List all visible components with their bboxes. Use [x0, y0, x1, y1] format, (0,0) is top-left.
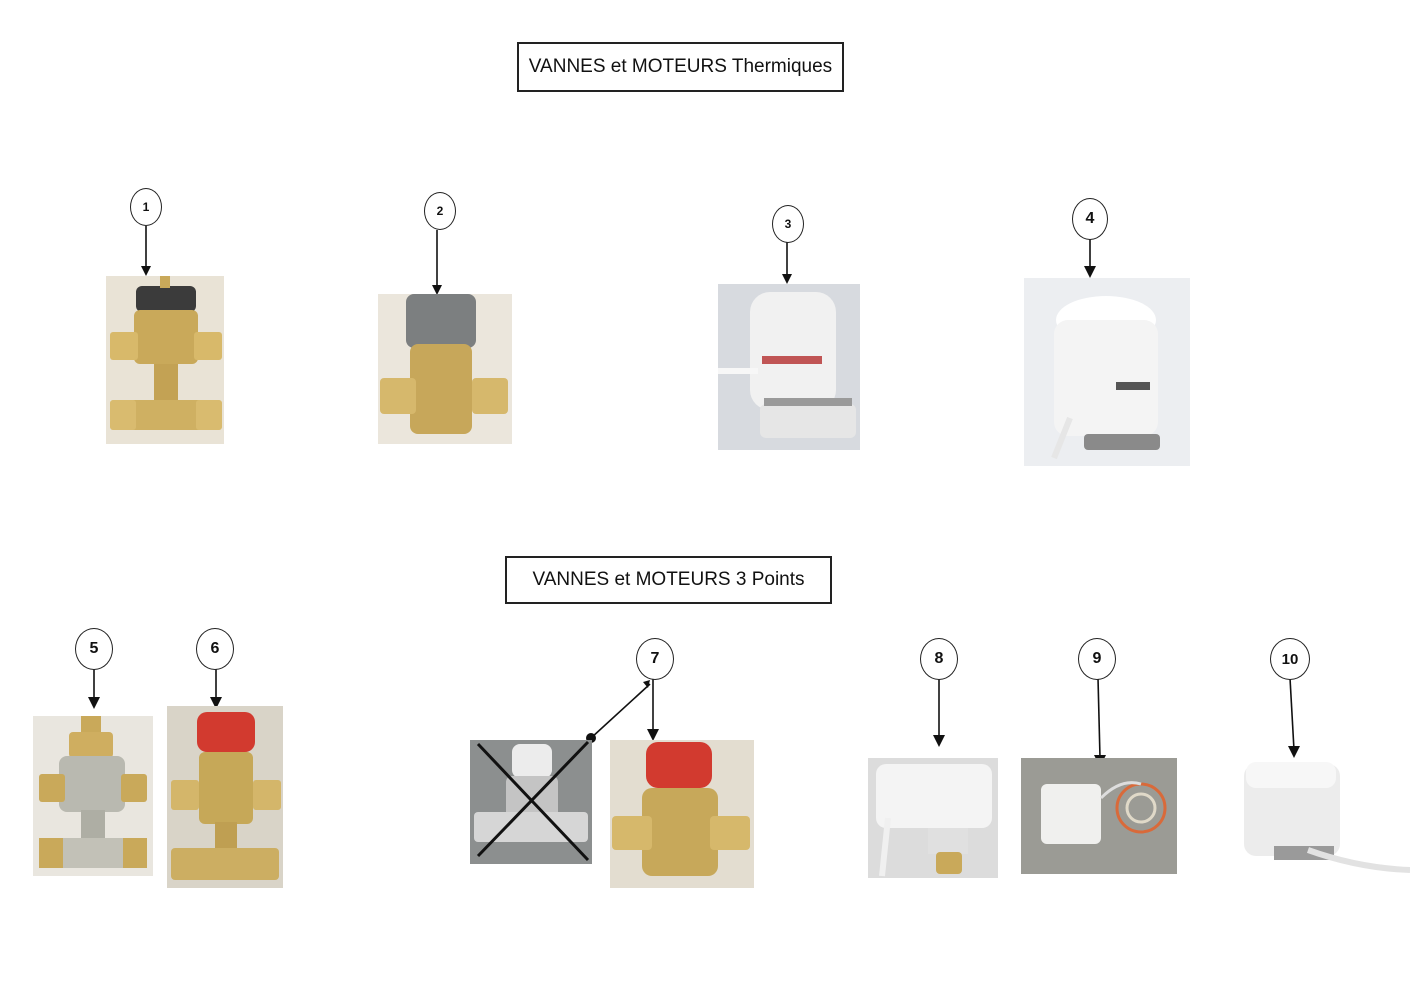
thermal-actuator-icon [718, 284, 860, 450]
section-title-text: VANNES et MOTEURS Thermiques [528, 56, 833, 77]
actuator-3-photo [718, 284, 860, 450]
callout-1: 1 [130, 188, 162, 226]
three-point-actuator-icon [1021, 758, 1177, 874]
three-point-actuator-icon [1238, 758, 1410, 874]
brass-valve-icon [106, 276, 224, 444]
brass-valve-red-cap-icon [167, 706, 283, 888]
callout-number: 7 [650, 650, 660, 667]
valve-5-photo [33, 716, 153, 876]
crossed-out-valve-icon [470, 740, 592, 864]
actuator-9-photo [1021, 758, 1177, 874]
section-title-3-points: VANNES et MOTEURS 3 Points [505, 556, 832, 604]
callout-number: 8 [934, 650, 944, 667]
three-point-actuator-icon [868, 758, 998, 878]
brass-valve-red-cap-icon [610, 740, 754, 888]
callout-4: 4 [1072, 198, 1108, 240]
callout-10: 10 [1270, 638, 1310, 680]
actuator-8-photo [868, 758, 998, 878]
valve-7-photo [610, 740, 754, 888]
callout-number: 3 [784, 217, 792, 231]
callout-5: 5 [75, 628, 113, 670]
callout-7: 7 [636, 638, 674, 680]
callout-number: 5 [89, 640, 99, 657]
valve-6-photo [167, 706, 283, 888]
callout-9: 9 [1078, 638, 1116, 680]
thermal-actuator-icon [1024, 278, 1190, 466]
section-title-thermiques: VANNES et MOTEURS Thermiques [517, 42, 844, 92]
callout-2: 2 [424, 192, 456, 230]
callout-number: 1 [142, 200, 150, 214]
callout-number: 10 [1281, 650, 1299, 668]
callout-3: 3 [772, 205, 804, 243]
valve-2-photo [378, 294, 512, 444]
callout-6: 6 [196, 628, 234, 670]
section-title-text: VANNES et MOTEURS 3 Points [532, 569, 805, 590]
actuator-10-photo [1238, 758, 1410, 874]
nickel-valve-icon [33, 716, 153, 876]
brass-valve-icon [378, 294, 512, 444]
actuator-4-photo [1024, 278, 1190, 466]
callout-8: 8 [920, 638, 958, 680]
callout-number: 4 [1085, 210, 1095, 227]
valve-1-photo [106, 276, 224, 444]
callout-number: 6 [210, 640, 220, 657]
callout-number: 9 [1092, 650, 1102, 667]
callout-number: 2 [436, 204, 444, 218]
valve-7-obsolete-photo [470, 740, 592, 864]
